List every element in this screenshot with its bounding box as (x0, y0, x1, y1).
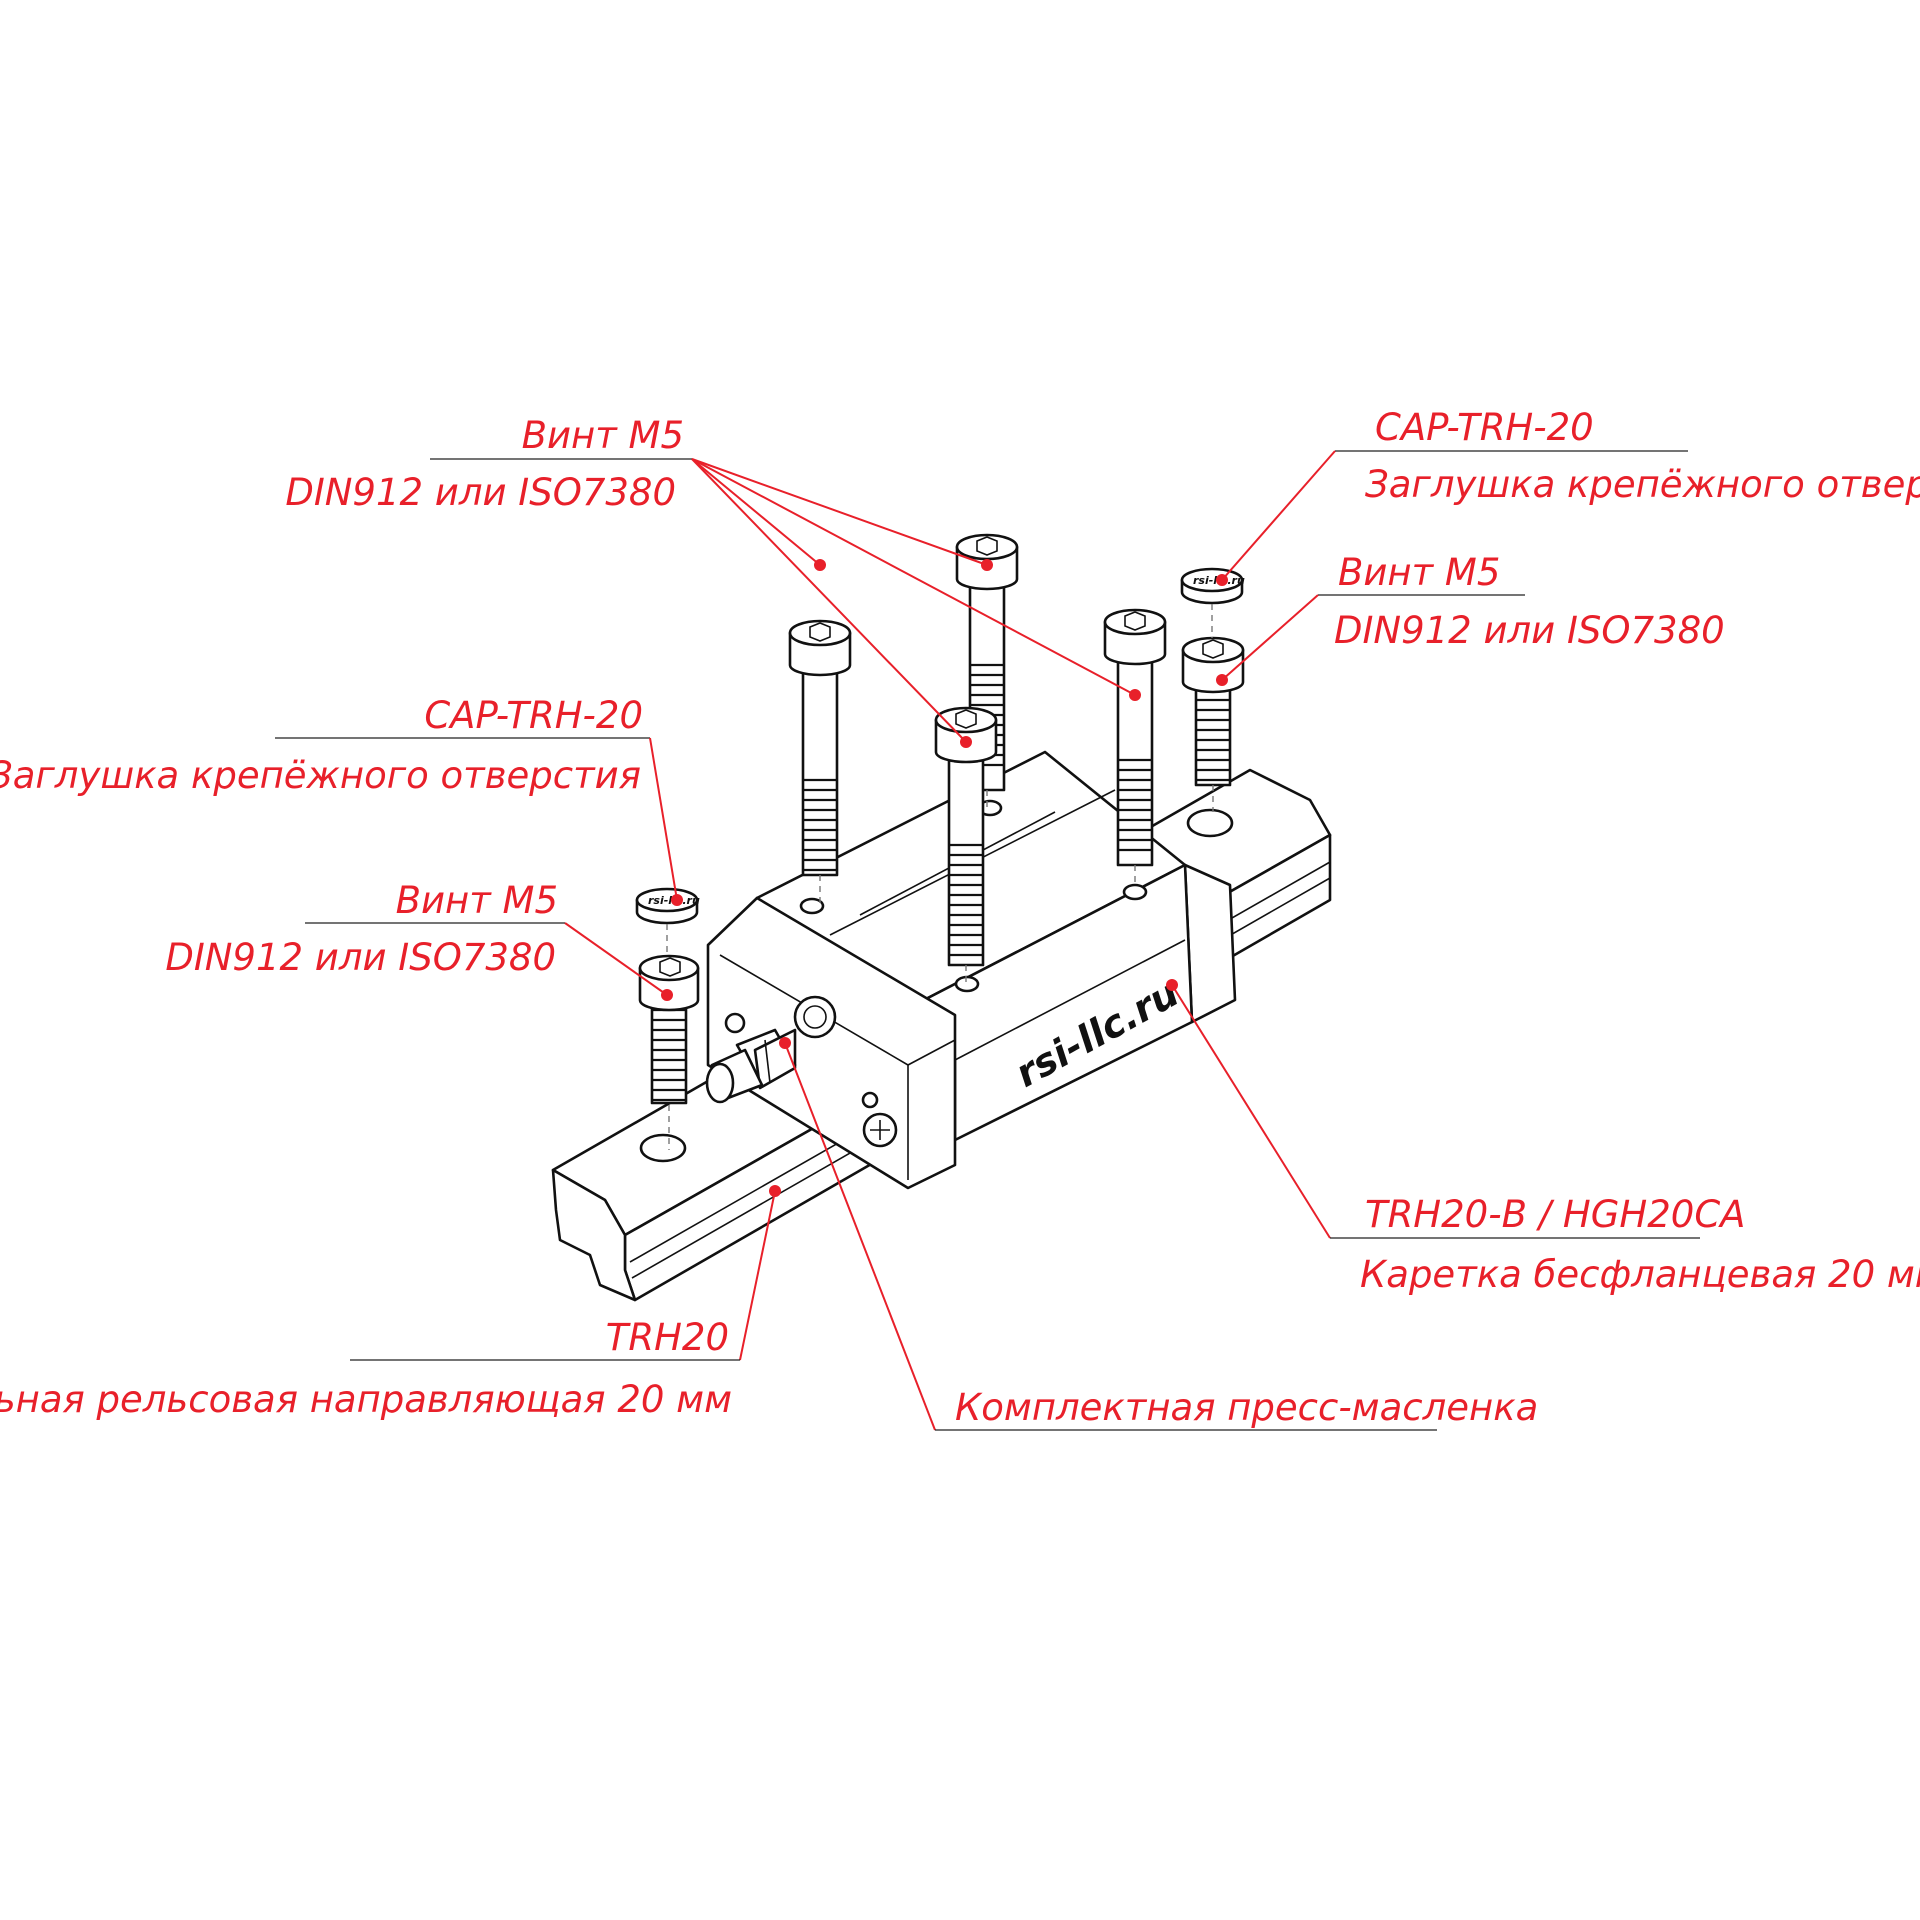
cap-right: rsi-llc.ru (1180, 567, 1245, 638)
label-carriage-line1: TRH20-B / HGH20CA (1365, 1193, 1745, 1236)
cap-left: rsi-llc.ru (635, 887, 700, 956)
annotation-screw-left[interactable]: Винт М5 DIN912 или ISO7380 (165, 879, 673, 1001)
label-screw-right-line2: DIN912 или ISO7380 (1334, 609, 1725, 652)
annotation-cap-right[interactable]: CAP-TRH-20 Заглушка крепёжного отверстия (1216, 406, 1920, 586)
label-cap-left-line2: Заглушка крепёжного отверстия (0, 754, 641, 797)
label-grease-nipple: Комплектная пресс-масленка (955, 1386, 1538, 1429)
screw-left (638, 954, 700, 1150)
label-screw-left-line1: Винт М5 (396, 879, 558, 922)
annotation-carriage[interactable]: TRH20-B / HGH20CA Каретка бесфланцевая 2… (1166, 979, 1920, 1296)
annotation-grease-nipple[interactable]: Комплектная пресс-масленка (779, 1037, 1538, 1431)
carriage-trh20-b: rsi-llc.ru (706, 750, 1237, 1190)
label-rail-line1: TRH20 (606, 1316, 729, 1359)
screw-right (1181, 636, 1245, 812)
annotation-screw-right[interactable]: Винт М5 DIN912 или ISO7380 (1216, 551, 1725, 686)
label-screws-top-line1: Винт М5 (522, 414, 684, 457)
label-screws-top-line2: DIN912 или ISO7380 (285, 471, 676, 514)
screw-rear-left (788, 619, 852, 905)
annotation-cap-left[interactable]: CAP-TRH-20 Заглушка крепёжного отверстия (0, 694, 683, 906)
label-carriage-line2: Каретка бесфланцевая 20 мм (1360, 1253, 1920, 1296)
label-cap-right-line1: CAP-TRH-20 (1375, 406, 1594, 449)
label-cap-right-line2: Заглушка крепёжного отверстия (1365, 463, 1920, 506)
annotation-rail[interactable]: TRH20 Профильная рельсовая направляющая … (0, 1185, 781, 1421)
label-rail-line2: Профильная рельсовая направляющая 20 мм (0, 1378, 732, 1421)
label-cap-left-line1: CAP-TRH-20 (424, 694, 643, 737)
label-screw-right-line1: Винт М5 (1338, 551, 1500, 594)
annotation-screws-top[interactable]: Винт М5 DIN912 или ISO7380 (285, 414, 1141, 748)
label-screw-left-line2: DIN912 или ISO7380 (165, 936, 556, 979)
